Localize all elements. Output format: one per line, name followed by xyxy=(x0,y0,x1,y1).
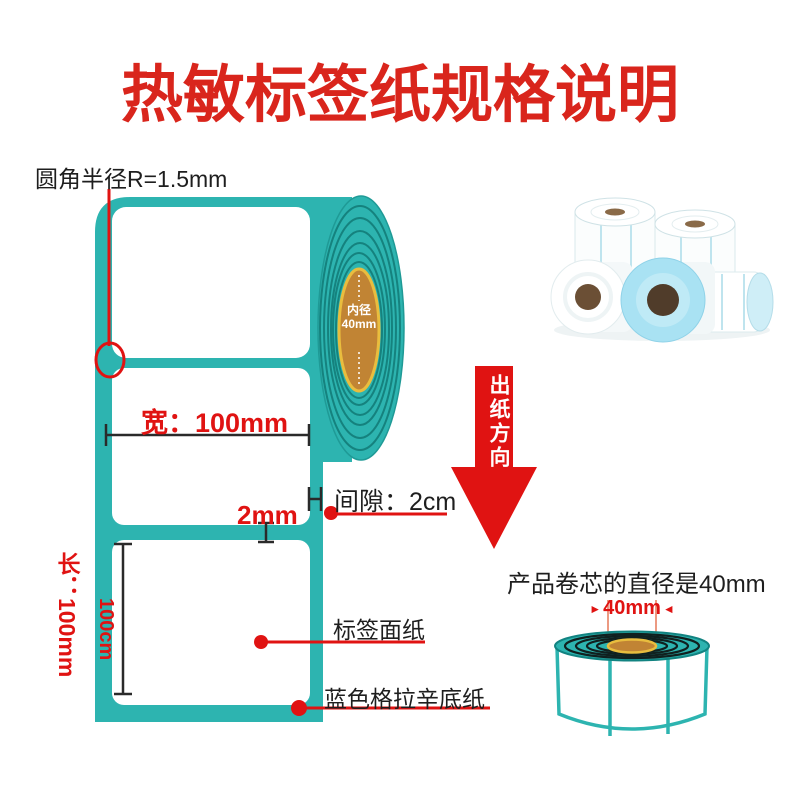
gap-edge-marker xyxy=(307,487,323,511)
width-dimension xyxy=(104,424,311,446)
backing-paper-label: 蓝色格拉辛底纸 xyxy=(324,686,485,712)
label-strip xyxy=(95,197,352,722)
roll-core xyxy=(337,267,381,393)
roll-core xyxy=(606,638,658,654)
label-3 xyxy=(112,540,310,705)
roll-side-view xyxy=(317,195,405,461)
gap-dimension-label: 间隙：2cm xyxy=(334,488,457,516)
inner-diameter-label: 内径 40mm xyxy=(341,303,377,331)
label-1 xyxy=(112,207,310,358)
lying-roll xyxy=(699,271,774,333)
dim-arrow-right-icon: ◄ xyxy=(662,601,675,616)
gap-leader xyxy=(324,506,447,520)
core-width-dimension: ► 40mm ◄ xyxy=(589,597,675,620)
length-dimension xyxy=(114,542,132,696)
core-diameter-note: 产品卷芯的直径是40mm xyxy=(507,571,766,598)
width-dimension-label: 宽：100mm xyxy=(141,408,289,438)
core-diameter-roll xyxy=(554,600,710,736)
corner-radius-label: 圆角半径R=1.5mm xyxy=(35,166,228,192)
product-photo xyxy=(550,197,774,343)
direction-arrow xyxy=(451,366,537,549)
lying-roll xyxy=(550,259,633,335)
cyan-face-roll xyxy=(620,257,715,343)
backing-paper-leader xyxy=(291,700,490,716)
core-width-value: 40mm xyxy=(603,597,661,619)
label-2 xyxy=(112,368,310,525)
length-dimension-label: 长：100mm xyxy=(54,552,80,678)
gap-2mm-marker xyxy=(258,521,274,544)
face-paper-label: 标签面纸 xyxy=(333,617,425,643)
paper-direction-label: 出纸方向 xyxy=(487,374,510,470)
inner-length-label: 100cm xyxy=(95,598,117,661)
face-paper-leader xyxy=(254,635,425,649)
corner-radius-callout xyxy=(94,189,126,379)
page-title: 热敏标签纸规格说明 xyxy=(120,61,679,130)
dim-arrow-left-icon: ► xyxy=(589,601,602,616)
gap-2mm-label: 2mm xyxy=(237,500,298,530)
